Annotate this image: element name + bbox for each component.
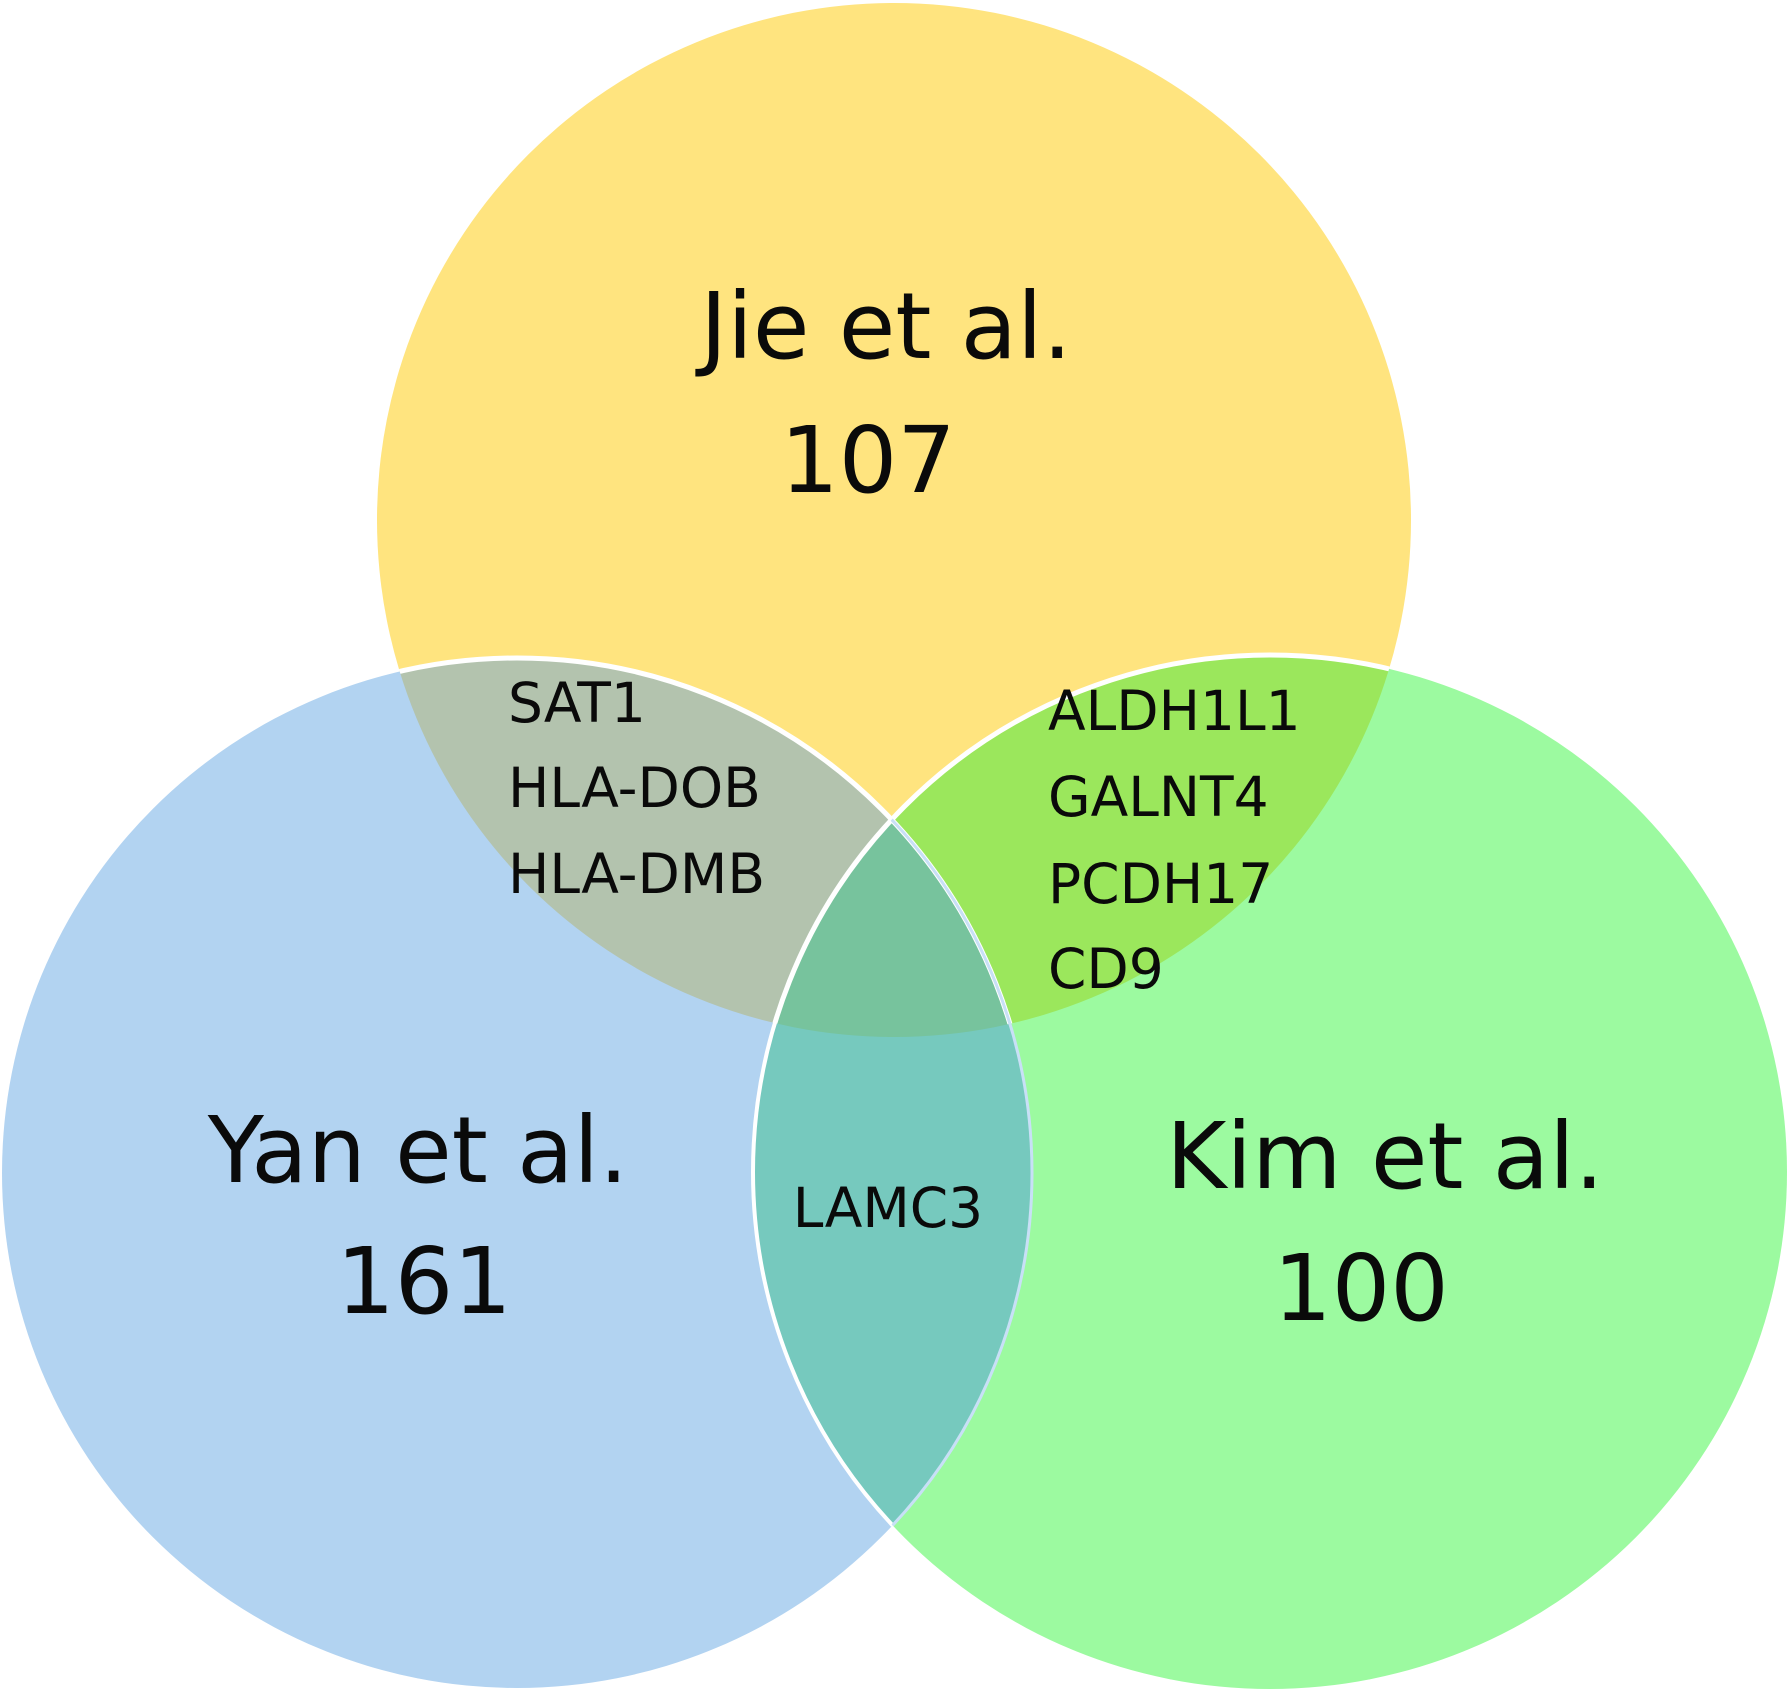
gene-label: ALDH1L1	[1048, 679, 1301, 743]
gene-label: HLA-DOB	[508, 756, 761, 820]
intersection-jie-kim	[753, 655, 1411, 1037]
set-count-yan: 161	[336, 1228, 512, 1335]
set-count-kim: 100	[1273, 1235, 1449, 1342]
outline-kim-top	[750, 652, 1411, 1037]
gene-label: GALNT4	[1048, 765, 1269, 829]
set-label-yan: Yan et al.	[207, 1097, 629, 1204]
gene-label: PCDH17	[1048, 852, 1273, 916]
gene-label: LAMC3	[793, 1176, 983, 1240]
set-label-jie: Jie et al.	[695, 273, 1072, 380]
gene-label: SAT1	[508, 671, 646, 735]
set-label-kim: Kim et al.	[1166, 1103, 1604, 1210]
intersection-jie-yan	[377, 658, 1032, 1037]
gene-label: HLA-DMB	[508, 842, 765, 906]
outline-kim-left	[751, 658, 1032, 1688]
gene-label: CD9	[1048, 937, 1164, 1001]
outline-yan-top	[377, 655, 1035, 1037]
set-count-jie: 107	[780, 407, 956, 514]
outline-yan-right	[753, 656, 1034, 1689]
